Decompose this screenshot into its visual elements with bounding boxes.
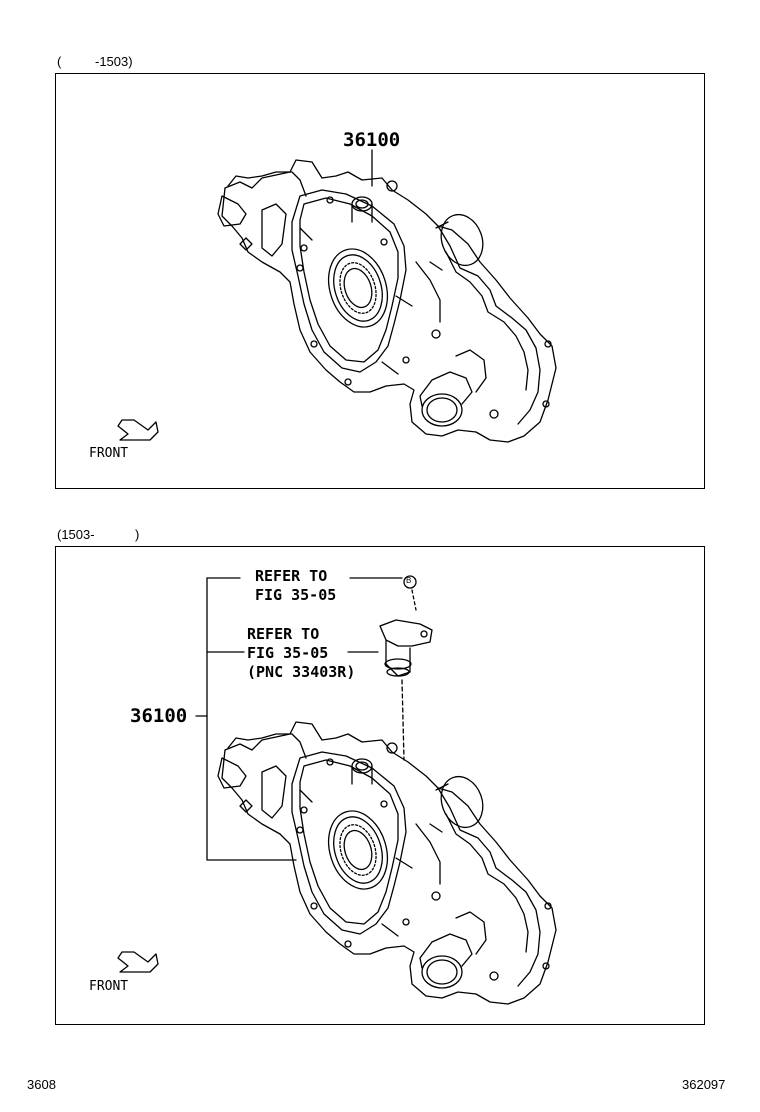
top-range-date: -1503) (95, 54, 133, 69)
refer-to-label-1[interactable]: REFER TO (255, 567, 328, 585)
refer-to-label-2[interactable]: REFER TO (247, 625, 320, 643)
refer-to-fig-1[interactable]: FIG 35-05 (255, 586, 337, 604)
bottom-front-label: FRONT (89, 979, 129, 994)
footer-page-code: 3608 (27, 1077, 56, 1092)
bottom-transfer-case-illustration (217, 721, 557, 1005)
bottom-range-close: ) (135, 527, 140, 542)
marker-circle (403, 575, 417, 589)
top-transfer-case-illustration (217, 159, 557, 443)
top-range-open: ( (57, 54, 62, 69)
marker-letter: B (406, 576, 412, 585)
bottom-range-date: (1503- (57, 527, 95, 542)
bottom-front-arrow (117, 951, 159, 973)
footer-illustration-number: 362097 (682, 1077, 726, 1092)
top-front-arrow (117, 419, 159, 441)
bracket-leader (206, 577, 297, 861)
refer-to-fig-2[interactable]: FIG 35-05 (247, 644, 329, 662)
marker-dashed-line (411, 589, 417, 611)
top-part-number-36100[interactable]: 36100 (343, 129, 401, 151)
speed-sensor-icon (379, 619, 433, 677)
top-diagram-frame (55, 73, 705, 489)
top-front-label: FRONT (89, 446, 129, 461)
bottom-diagram-frame (55, 546, 705, 1025)
refer-to-pnc[interactable]: (PNC 33403R) (247, 663, 356, 681)
sensor-dashed-line (401, 679, 405, 761)
bottom-part-number-36100[interactable]: 36100 (130, 705, 188, 727)
